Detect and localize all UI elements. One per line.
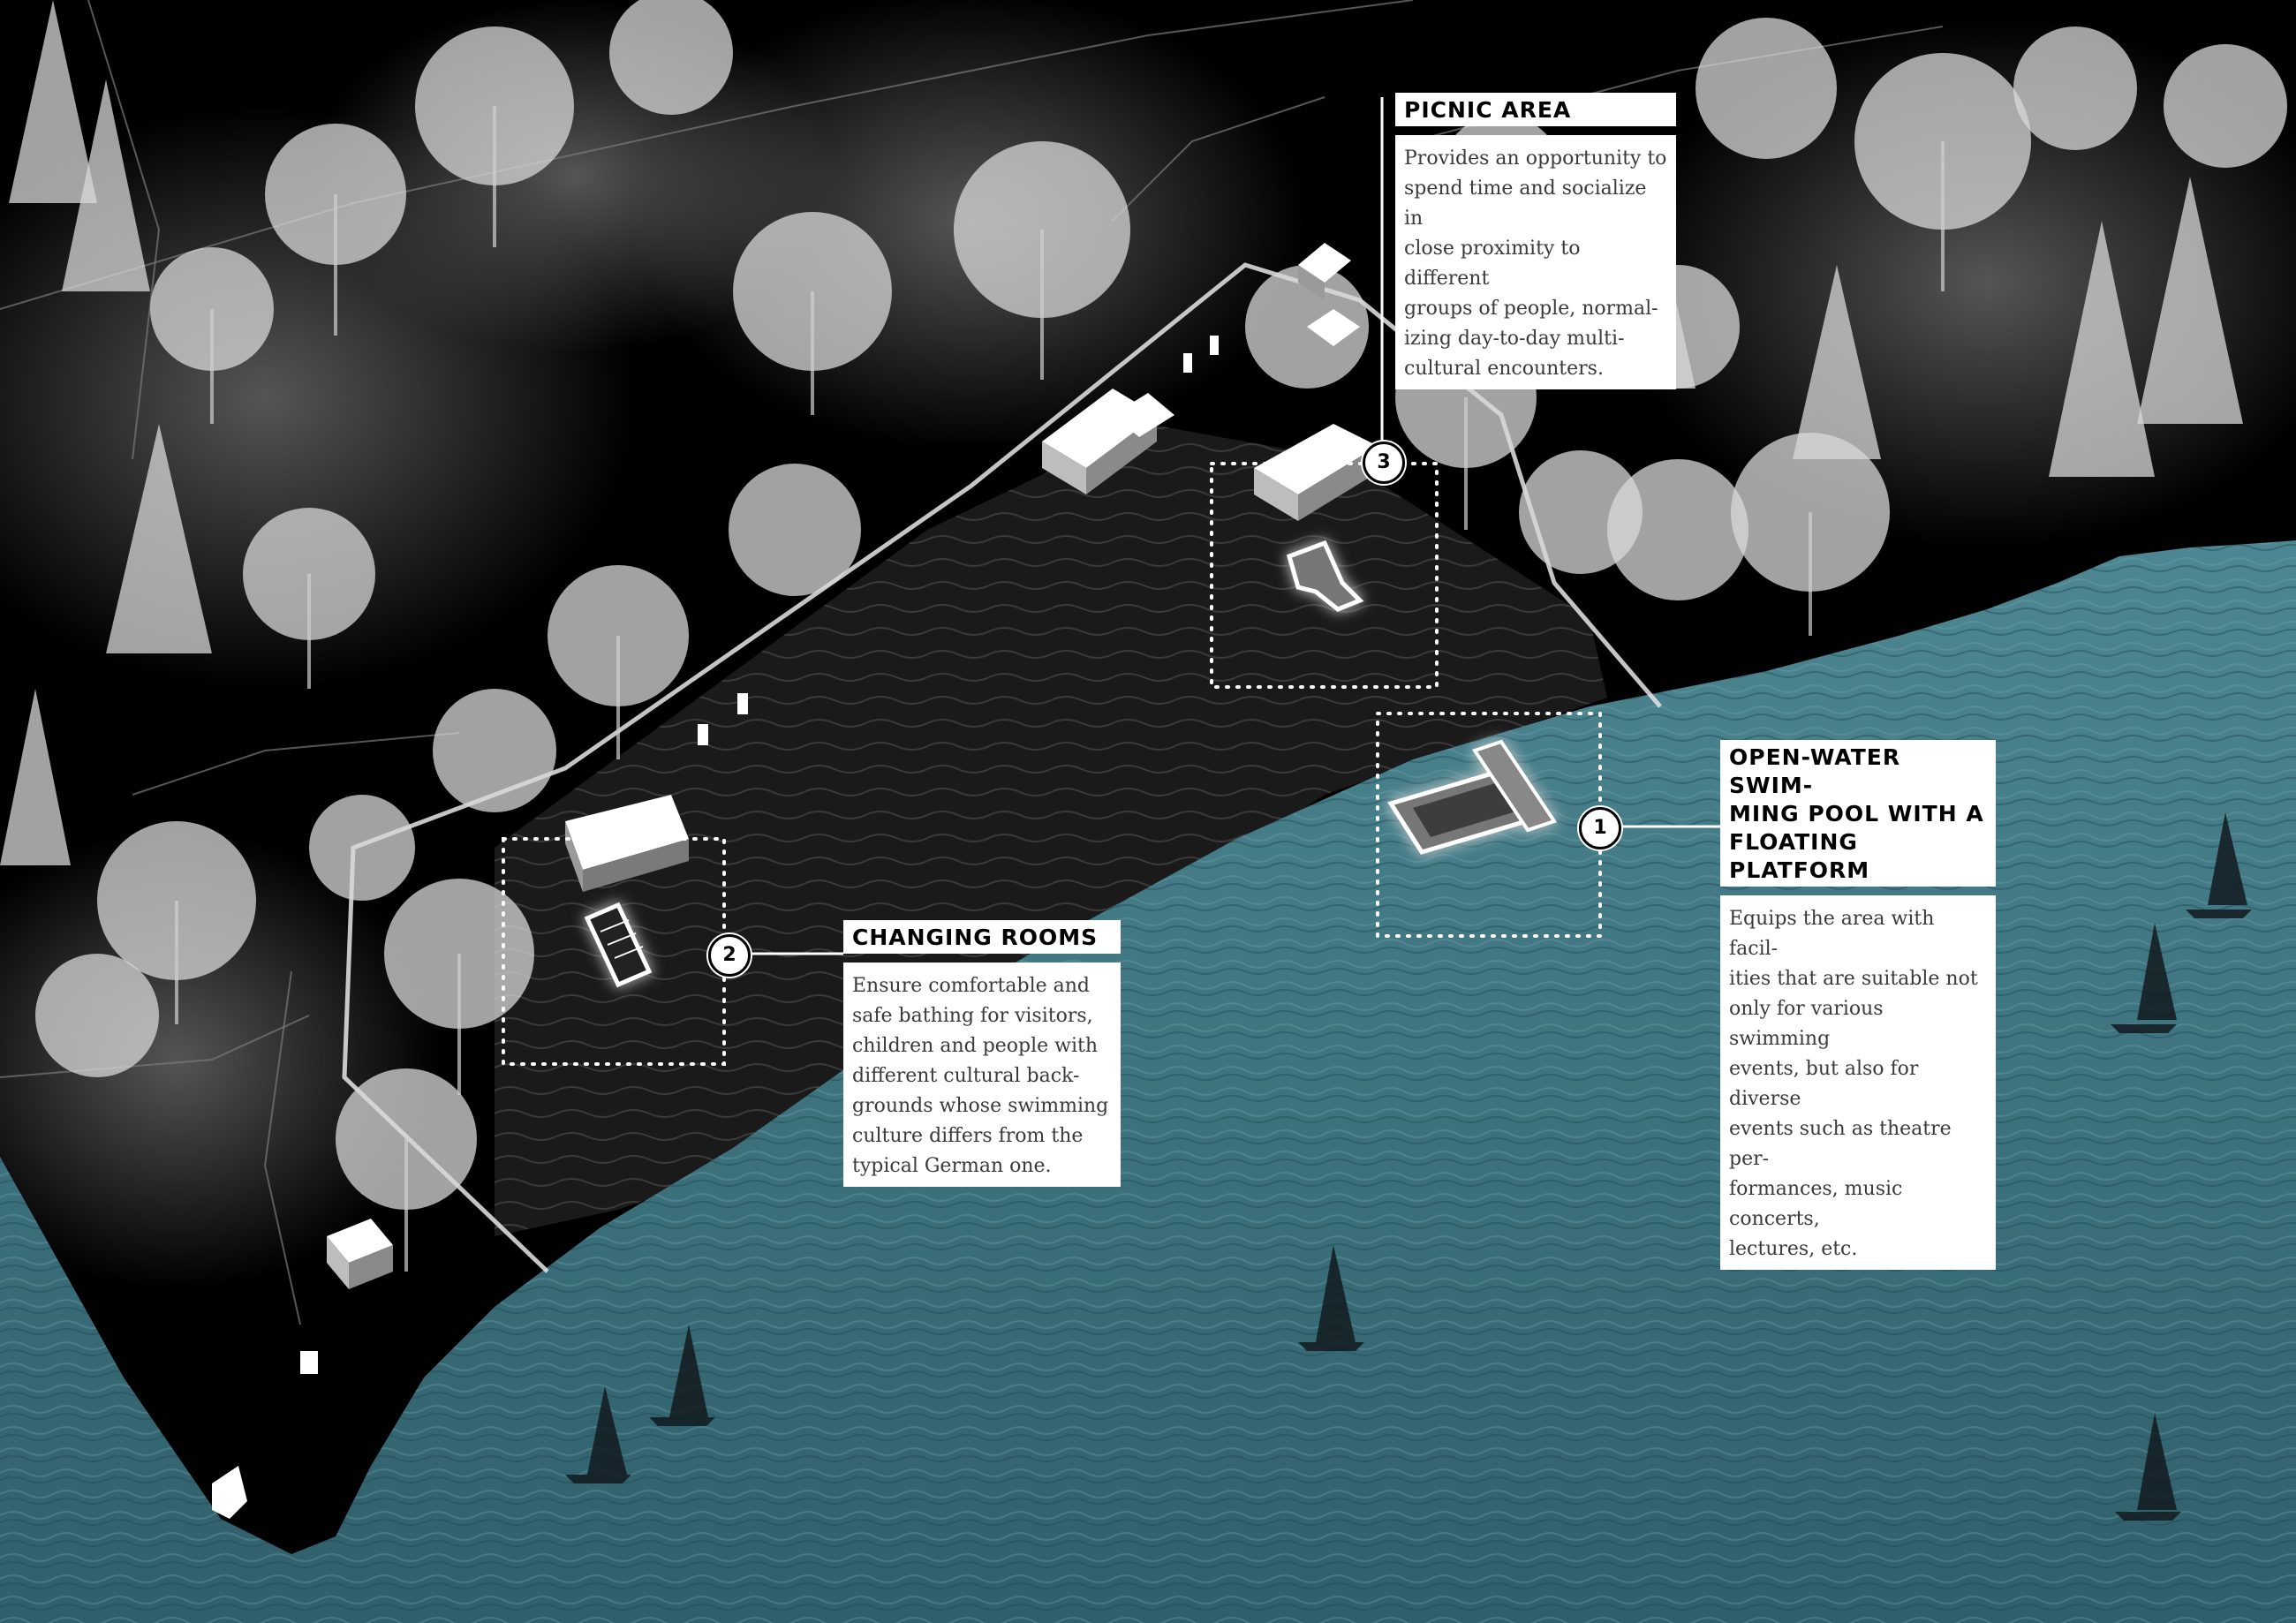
buildings	[212, 243, 1378, 1519]
point-marker-1[interactable]: 1	[1579, 807, 1621, 849]
point-marker-2[interactable]: 2	[708, 934, 751, 977]
label-changing-rooms: CHANGING ROOMS Ensure comfortable and sa…	[843, 920, 1121, 1187]
label-title: CHANGING ROOMS	[843, 920, 1121, 954]
footpaths	[0, 0, 1944, 1325]
leader-lines	[746, 97, 1720, 955]
label-swimming-pool: OPEN-WATER SWIM- MING POOL WITH A FLOATI…	[1720, 740, 1996, 1270]
label-description: Equips the area with facil- ities that a…	[1720, 895, 1996, 1270]
label-description: Ensure comfortable and safe bathing for …	[843, 962, 1121, 1187]
label-picnic-area: PICNIC AREA Provides an opportunity to s…	[1395, 93, 1676, 389]
picnic-area-icon	[1286, 540, 1364, 612]
sailboats	[565, 812, 2252, 1521]
dotted-frames	[502, 462, 1602, 1066]
changing-rooms-icon	[584, 902, 653, 988]
label-title: OPEN-WATER SWIM- MING POOL WITH A FLOATI…	[1720, 740, 1996, 887]
label-description: Provides an opportunity to spend time an…	[1395, 135, 1676, 389]
swimming-pool-icon	[1387, 739, 1558, 855]
point-marker-3[interactable]: 3	[1363, 442, 1405, 484]
tree-trunks	[175, 106, 1945, 1272]
label-title: PICNIC AREA	[1395, 93, 1676, 126]
